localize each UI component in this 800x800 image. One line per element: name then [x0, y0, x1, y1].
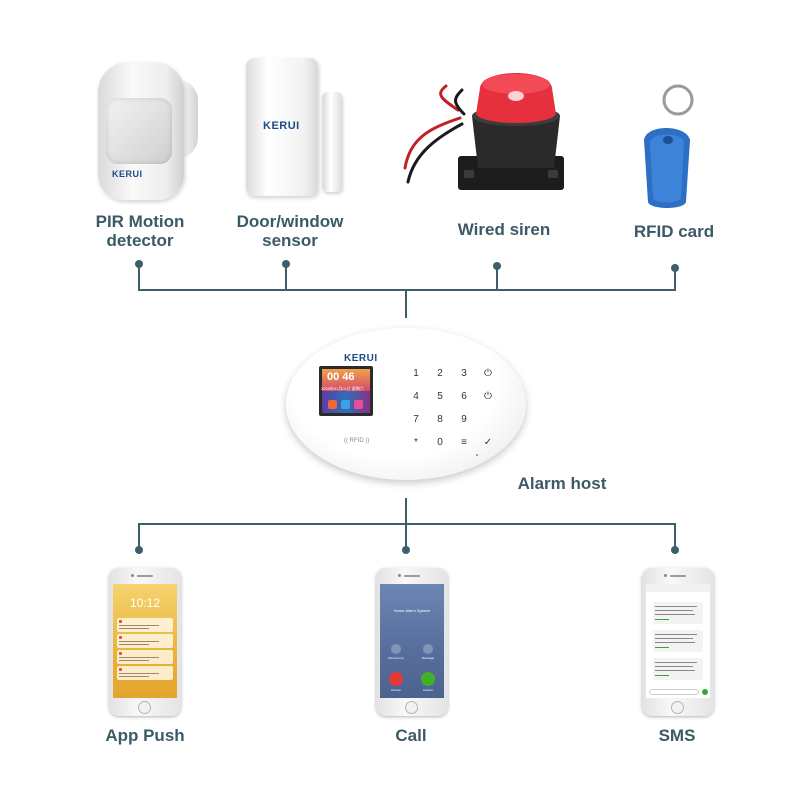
phone-call-icon: Home Alarm System Remind me Message Refu… — [376, 568, 448, 716]
push-notification — [117, 650, 173, 664]
host-rfid-text: RFID — [349, 438, 364, 444]
home-button — [405, 701, 418, 714]
motion-sensor-icon: KERUI — [98, 62, 200, 202]
siren-icon — [403, 73, 564, 190]
app-node — [135, 546, 143, 554]
rfid-label-line1: RFID card — [633, 222, 715, 241]
host-keypad: 1 2 3 ⏻ 4 5 6 ⏻ 7 8 9 * 0 ≡ ✓ — [404, 362, 500, 448]
key-star[interactable]: * — [414, 437, 418, 448]
sms-screen — [646, 584, 710, 698]
incoming-call-screen: Home Alarm System Remind me Message Refu… — [380, 584, 444, 698]
host-rfid-area: (( RFID )) — [344, 438, 370, 444]
pir-body: KERUI — [98, 62, 184, 200]
key-4[interactable]: 4 — [413, 391, 419, 402]
sms-label: SMS — [626, 726, 728, 745]
lockscreen-time: 10:12 — [129, 596, 161, 610]
key-8[interactable]: 8 — [437, 414, 443, 425]
send-icon — [702, 689, 708, 695]
key-blank — [476, 408, 500, 431]
app-push-screen: 10:12 — [113, 584, 177, 698]
key-2[interactable]: 2 — [437, 368, 443, 379]
key-5[interactable]: 5 — [437, 391, 443, 402]
rfid-tag-icon — [644, 84, 694, 208]
rfid-label: RFID card — [616, 222, 732, 241]
pir-logo: KERUI — [112, 169, 143, 179]
home-button — [671, 701, 684, 714]
app-push-label: App Push — [94, 726, 196, 745]
message-icon — [423, 644, 433, 654]
pir-label-line2: detector — [106, 231, 174, 250]
remind-icon — [391, 644, 401, 654]
pir-label-line1: PIR Motion — [95, 212, 185, 231]
pir-label: PIR Motion detector — [84, 212, 196, 250]
call-label-text: Call — [395, 726, 427, 745]
host-label: Alarm host — [500, 474, 624, 493]
key-9[interactable]: 9 — [461, 414, 467, 425]
siren-label-line1: Wired siren — [457, 220, 551, 239]
decline-label: Refuse — [391, 688, 401, 692]
push-notification — [117, 634, 173, 648]
display-tile-icon — [354, 400, 363, 409]
key-1[interactable]: 1 — [413, 368, 419, 379]
display-tile-icon — [328, 400, 337, 409]
smartphone-icon: 10:12 — [109, 568, 181, 716]
caller-name: Home Alarm System — [393, 608, 431, 613]
sms-message — [653, 630, 703, 652]
siren-node — [493, 262, 501, 270]
sms-icon — [642, 568, 714, 716]
host-date: 2008年01月01日 星期六 — [321, 386, 364, 391]
door-label-line1: Door/window — [236, 212, 344, 231]
pir-node — [135, 260, 143, 268]
door-sensor-icon: KERUI — [246, 58, 346, 200]
sms-label-text: SMS — [658, 726, 696, 745]
accept-label: Answer — [422, 688, 433, 692]
accept-call-icon — [421, 672, 435, 686]
sms-message — [653, 658, 703, 680]
message-label: Message — [421, 656, 435, 660]
disarm-key-icon[interactable]: ⏻ — [484, 391, 492, 402]
door-label-line2: sensor — [262, 231, 318, 250]
key-0[interactable]: 0 — [437, 437, 443, 448]
door-node — [282, 260, 290, 268]
call-node — [402, 546, 410, 554]
display-tile-icon — [341, 400, 350, 409]
host-label-text: Alarm host — [517, 474, 607, 493]
key-3[interactable]: 3 — [461, 368, 467, 379]
sms-header — [646, 584, 710, 592]
top-bus-line — [138, 264, 676, 291]
host-logo: KERUI — [344, 353, 378, 364]
menu-key-icon[interactable]: ≡ — [461, 437, 467, 448]
door-sensor-logo: KERUI — [263, 120, 300, 132]
call-label: Call — [360, 726, 462, 745]
door-sensor-magnet — [322, 92, 342, 192]
host-led — [476, 454, 478, 456]
rfid-wave-icon: (( — [344, 438, 350, 444]
sms-node — [671, 546, 679, 554]
rfid-node — [671, 264, 679, 272]
arm-key-icon[interactable]: ⏻ — [484, 368, 492, 379]
siren-label: Wired siren — [440, 220, 568, 239]
door-label: Door/window sensor — [230, 212, 350, 250]
alarm-host-panel: KERUI 00 46 2008年01月01日 星期六 1 2 3 ⏻ 4 5 … — [286, 328, 526, 480]
sms-input — [649, 689, 699, 695]
key-6[interactable]: 6 — [461, 391, 467, 402]
key-7[interactable]: 7 — [413, 414, 419, 425]
host-clock: 00 46 — [327, 371, 355, 383]
push-notification — [117, 666, 173, 680]
app-push-label-text: App Push — [105, 726, 185, 745]
remind-label: Remind me — [388, 656, 404, 660]
confirm-key-icon[interactable]: ✓ — [483, 437, 493, 448]
pir-lens — [106, 98, 172, 164]
push-notification — [117, 618, 173, 632]
decline-call-icon — [389, 672, 403, 686]
host-display: 00 46 2008年01月01日 星期六 — [319, 366, 373, 416]
home-button — [138, 701, 151, 714]
sms-message — [653, 602, 703, 624]
door-sensor-main: KERUI — [246, 58, 318, 196]
